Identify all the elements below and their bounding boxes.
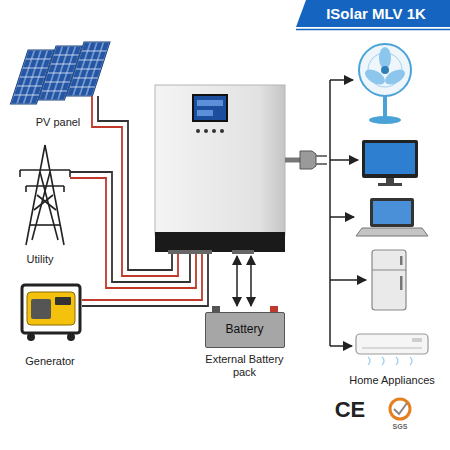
title-text: ISolar MLV 1K (326, 5, 426, 22)
air-conditioner-icon (356, 334, 428, 365)
source-label: Utility (27, 253, 54, 266)
generator-icon (22, 285, 80, 341)
title-banner (296, 0, 450, 30)
fridge-icon (372, 250, 406, 310)
inverter-unit (155, 85, 285, 254)
load-label: Home Appliances (349, 374, 435, 387)
appliance-arrows (330, 80, 366, 346)
battery-arrows (237, 256, 251, 306)
node-caption: External Battery pack (200, 353, 290, 378)
tv-icon (362, 140, 418, 186)
utility-tower-icon (20, 145, 70, 245)
fan-icon (359, 44, 411, 124)
certification-mark: SGS (393, 423, 408, 431)
pv-panel-icon (10, 42, 110, 104)
source-label: Generator (25, 355, 75, 368)
source-label: PV panel (36, 116, 81, 129)
battery-box: BatteryExternal Battery pack (205, 312, 285, 348)
laptop-icon (356, 198, 428, 236)
certification-mark: CE (335, 397, 366, 422)
output-cable (285, 151, 327, 169)
node-heading: Battery (225, 323, 263, 337)
sgs-mark (390, 399, 410, 419)
